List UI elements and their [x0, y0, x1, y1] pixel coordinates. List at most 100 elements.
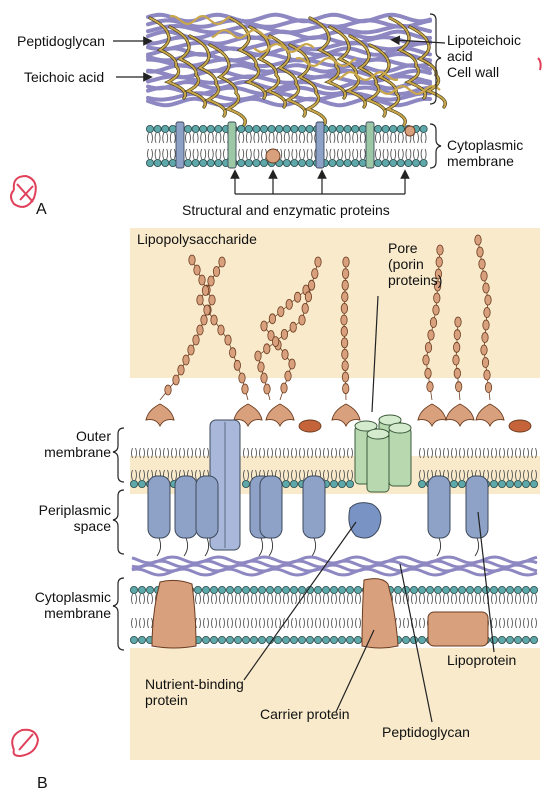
label-cytoplasmic-membrane-b-line1: Cytoplasmic: [34, 589, 111, 605]
lipid-head: [297, 158, 306, 167]
lipid-tail: [451, 469, 457, 481]
protein-tether: [474, 537, 480, 557]
lipid-tail: [339, 617, 345, 629]
inner-membrane-lipid-head: [257, 636, 266, 645]
lipid-head: [252, 158, 261, 167]
inner-membrane-lipid-head: [321, 636, 330, 645]
inner-membrane-lipid-head: [225, 636, 234, 645]
lipid-tail: [491, 593, 497, 605]
sugar-unit: [198, 274, 206, 286]
sugar-unit: [277, 306, 285, 318]
membrane-brace-a: [429, 123, 442, 169]
lipid-tail: [307, 447, 313, 459]
lipid-tail: [251, 447, 257, 459]
sugar-unit: [340, 314, 348, 326]
protein-tether: [183, 537, 189, 557]
inner-membrane-lipid-head: [313, 586, 322, 595]
lipid-tail: [382, 132, 389, 144]
lipid-head: [244, 158, 253, 167]
lipid-tail: [347, 469, 353, 481]
sugar-unit: [207, 275, 215, 287]
lipid-tail: [467, 593, 473, 605]
lipid-tail: [227, 617, 233, 629]
lipid-tail: [227, 593, 233, 605]
lipid-a-anchor: [145, 403, 175, 428]
lipid-tail: [192, 148, 199, 160]
lipid-tail: [499, 617, 505, 629]
lipid-head: [191, 158, 200, 167]
membrane-protein: [315, 121, 325, 169]
inner-membrane-lipid-head: [217, 586, 226, 595]
sugar-unit: [182, 354, 190, 366]
sugar-unit: [474, 234, 482, 246]
protein-tether: [311, 537, 317, 557]
lipid-tail: [451, 593, 457, 605]
porin-barrel: [388, 427, 412, 487]
lipid-tail: [267, 593, 273, 605]
lipid-tail: [203, 593, 209, 605]
inner-membrane-lipid-head: [353, 636, 362, 645]
sugar-unit: [172, 374, 180, 386]
protein-tether: [258, 537, 264, 557]
outer-membrane-protein: [427, 475, 451, 539]
lipid-tail: [307, 593, 313, 605]
lipid-tail: [355, 593, 361, 605]
carrier-protein-pointer: [335, 629, 375, 713]
inner-membrane-lipid-head: [289, 586, 298, 595]
inner-membrane-lipid-head: [441, 586, 450, 595]
inner-membrane-lipid-head: [273, 586, 282, 595]
lipid-tail: [203, 617, 209, 629]
sugar-unit: [263, 383, 271, 395]
teichoic-acid-strand: [379, 85, 441, 95]
sugar-unit: [341, 348, 349, 360]
sugar-unit: [478, 258, 486, 270]
protein-tether: [204, 537, 210, 557]
inner-membrane-lipid-head: [225, 586, 234, 595]
sugar-unit: [433, 280, 442, 292]
lipid-a-anchor: [265, 403, 295, 428]
label-teichoic-acid: Teichoic acid: [24, 69, 105, 85]
lipid-tail: [323, 617, 329, 629]
sugar-unit: [342, 383, 350, 394]
outer-membrane-lipid-head: [530, 479, 539, 488]
lipid-tail: [162, 148, 169, 160]
sugar-unit: [452, 354, 460, 366]
lipid-tail: [507, 447, 513, 459]
sugar-unit: [298, 314, 306, 326]
lipid-tail: [390, 148, 397, 160]
lipid-head: [419, 125, 428, 134]
outer-membrane-lipid-head: [281, 479, 290, 488]
inner-membrane-lipid-head: [193, 586, 202, 595]
inner-membrane-lipid-head: [209, 586, 218, 595]
outer-membrane-lipid-head: [241, 479, 250, 488]
inner-membrane-lipid-head: [530, 586, 539, 595]
lipid-tail: [413, 132, 419, 144]
sugar-unit: [483, 369, 491, 381]
lipid-head: [145, 158, 154, 167]
lipid-tail: [283, 132, 290, 144]
lipid-tail: [283, 593, 289, 605]
inner-membrane-lipid-head: [265, 586, 274, 595]
lipid-tail: [331, 447, 337, 459]
inner-membrane-lipid-head: [289, 636, 298, 645]
inner-membrane-lipid-head: [257, 586, 266, 595]
peptidoglycan-strand: [146, 18, 432, 29]
sugar-unit: [284, 370, 292, 382]
sugar-unit: [218, 256, 226, 268]
inner-membrane-lipid-head: [281, 586, 290, 595]
lipid-tail: [291, 593, 297, 605]
lipid-tail: [251, 593, 257, 605]
lipid-tail: [515, 617, 521, 629]
lipid-tail: [413, 148, 419, 160]
lipid-tail: [499, 447, 505, 459]
lipid-tail: [245, 132, 252, 144]
lipid-tail: [405, 148, 412, 160]
outer-membrane-protein: [302, 475, 326, 539]
lipid-tail: [375, 132, 381, 144]
peptidoglycan-strand: [146, 96, 432, 108]
lipid-head: [206, 158, 215, 167]
sugar-unit: [263, 343, 271, 355]
lipid-tail: [275, 617, 281, 629]
lipid-tail: [235, 617, 241, 629]
